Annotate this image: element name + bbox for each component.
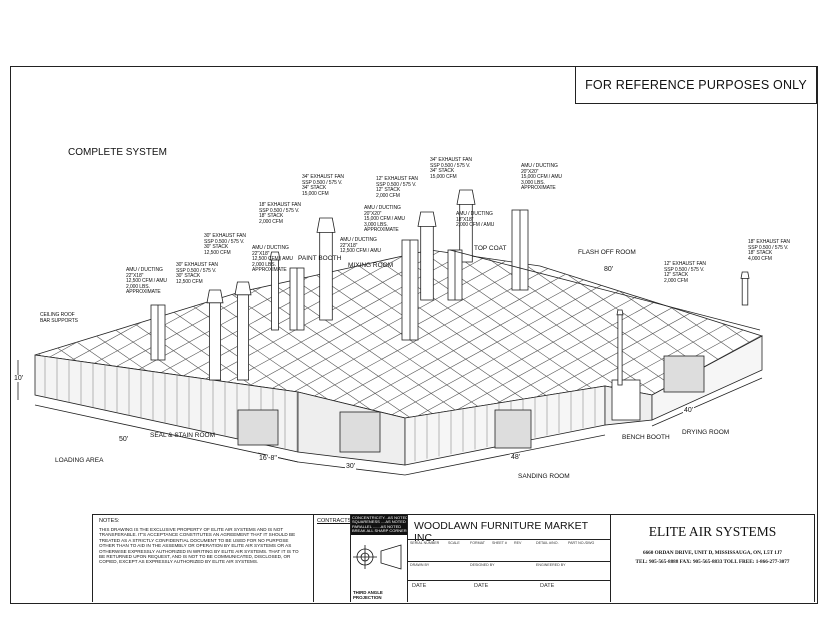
dimension-gap: 16'-8" [258,455,278,462]
notes-text: THIS DRAWING IS THE EXCLUSIVE PROPERTY O… [99,527,299,565]
field-label: SHEET # [492,541,507,545]
company-name: ELITE AIR SYSTEMS [648,524,777,539]
room-top-coat: TOP COAT [474,245,507,252]
amu-duct-icon [401,239,419,341]
company-phone: TEL: 905-565-8888 FAX: 905-565-8833 TOLL… [635,559,790,565]
projection-label: THIRD ANGLE PROJECTION [353,590,383,600]
exhaust-stack-icon [269,251,281,331]
company-section: ELITE AIR SYSTEMS 6660 ORDAN DRIVE, UNIT… [610,515,815,602]
callout-exhaust-fan: 18" EXHAUST FAN SSP 0.500 / 575 V. 18" S… [259,202,301,225]
drawing-title: COMPLETE SYSTEM [68,147,167,158]
exhaust-stack-icon [316,217,336,321]
dimension-height: 10' [13,375,25,382]
contracts-label: CONTRACTS [317,518,352,524]
dimension-flash-off: 80' [603,266,615,273]
customer-section: WOODLAWN FURNITURE MARKET INC. SERIAL NU… [407,515,610,602]
date-field: DATE [412,583,427,589]
callout-amu-ducting: AMU / DUCTING 20"X20" 15,000 CFM / AMU 3… [364,205,405,234]
callout-amu-ducting: AMU / DUCTING 22"X18" 12,500 CFM / AMU [340,237,381,255]
dimension-center: 30' [345,463,357,470]
company-address: 6660 ORDAN DRIVE, UNIT D, MISSISSAUGA, O… [642,550,783,556]
notes-heading: NOTES: [99,518,120,524]
date-field: DATE [474,583,489,589]
callout-exhaust-fan: 34" EXHAUST FAN SSP 0.500 / 575 V. 34" S… [430,157,472,180]
exhaust-stack-icon [616,309,624,386]
projection-section: CONCENTRICITY...AS NOTED SQUARENESS ....… [350,515,410,602]
callout-amu-ducting: AMU / DUCTING 18"X18" 2,000 CFM / AMU [456,211,495,229]
exhaust-stack-icon [417,211,437,301]
room-drying: DRYING ROOM [682,429,730,436]
callout-amu-ducting: AMU / DUCTING 22"X18" 12,500 CFM / AMU 2… [126,267,167,296]
field-label: REV [514,541,522,545]
callout-exhaust-fan: 12" EXHAUST FAN SSP 0.500 / 575 V. 12" S… [664,261,706,284]
exhaust-stack-icon [456,189,476,263]
title-block: NOTES: THIS DRAWING IS THE EXCLUSIVE PRO… [92,514,815,602]
callout-exhaust-fan: 30" EXHAUST FAN SSP 0.500 / 575 V. 30" S… [176,262,218,285]
callout-exhaust-fan: 30" EXHAUST FAN SSP 0.500 / 575 V. 30" S… [204,233,246,256]
amu-duct-icon [150,304,166,361]
callout-amu-ducting: AMU / DUCTING 20"X20" 15,000 CFM / AMU 3… [521,163,562,192]
notes-section: NOTES: THIS DRAWING IS THE EXCLUSIVE PRO… [92,515,313,602]
contracts-section: CONTRACTS [313,515,352,602]
field-label: SERIAL NUMBER [410,541,440,545]
amu-duct-icon [511,209,529,291]
wall-drying [651,335,763,421]
field-label: FORMAT [470,541,485,545]
third-angle-projection-icon [353,544,402,570]
amu-duct-icon [289,267,305,331]
door-drying [663,355,705,393]
room-loading-area: LOADING AREA [55,457,104,464]
field-label: DRAWN BY [410,563,430,567]
dimension-sanding: 48' [510,454,522,461]
field-label: SCALE [448,541,460,545]
door-sanding-right [494,409,532,449]
room-seal-stain: SEAL & STAIN ROOM [150,432,216,439]
callout-amu-ducting: AMU / DUCTING 22"X18" 12,500 CFM / AMU 2… [252,245,293,274]
callout-roof-supports: CEILING ROOF BAR SUPPORTS [40,312,78,324]
room-mixing: MIXING ROOM [348,262,394,269]
drawing-border [10,66,818,604]
exhaust-stack-icon [206,289,224,381]
door-seal-stain [237,409,279,446]
door-sanding-left [339,411,381,453]
dimension-drying: 40' [683,407,695,414]
room-flash-off: FLASH OFF ROOM [578,249,636,256]
field-label: DESIGNED BY [470,563,495,567]
bench-booth-unit [611,379,641,421]
dimension-seal-stain: 50' [118,436,130,443]
callout-exhaust-fan: 18" EXHAUST FAN SSP 0.500 / 575 V. 18" S… [748,239,790,262]
field-label: ENGINEERED BY [536,563,566,567]
callout-exhaust-fan: 12" EXHAUST FAN SSP 0.500 / 575 V. 12" S… [376,176,418,199]
amu-duct-icon [447,249,463,301]
date-field: DATE [540,583,555,589]
field-label: DETAIL #/NO. [536,541,559,545]
callout-exhaust-fan: 34" EXHAUST FAN SSP 0.500 / 575 V. 34" S… [302,174,344,197]
exhaust-stack-icon [234,281,252,381]
reference-notice: FOR REFERENCE PURPOSES ONLY [575,66,817,104]
room-bench-booth: BENCH BOOTH [622,434,670,441]
tolerances: CONCENTRICITY...AS NOTED SQUARENESS ....… [351,515,410,535]
exhaust-stack-icon [740,271,750,306]
customer-name: WOODLAWN FURNITURE MARKET INC. [414,520,588,544]
room-sanding: SANDING ROOM [518,473,570,480]
field-label: PART NO./DWG [568,541,595,545]
room-paint-booth: PAINT BOOTH [298,255,342,262]
